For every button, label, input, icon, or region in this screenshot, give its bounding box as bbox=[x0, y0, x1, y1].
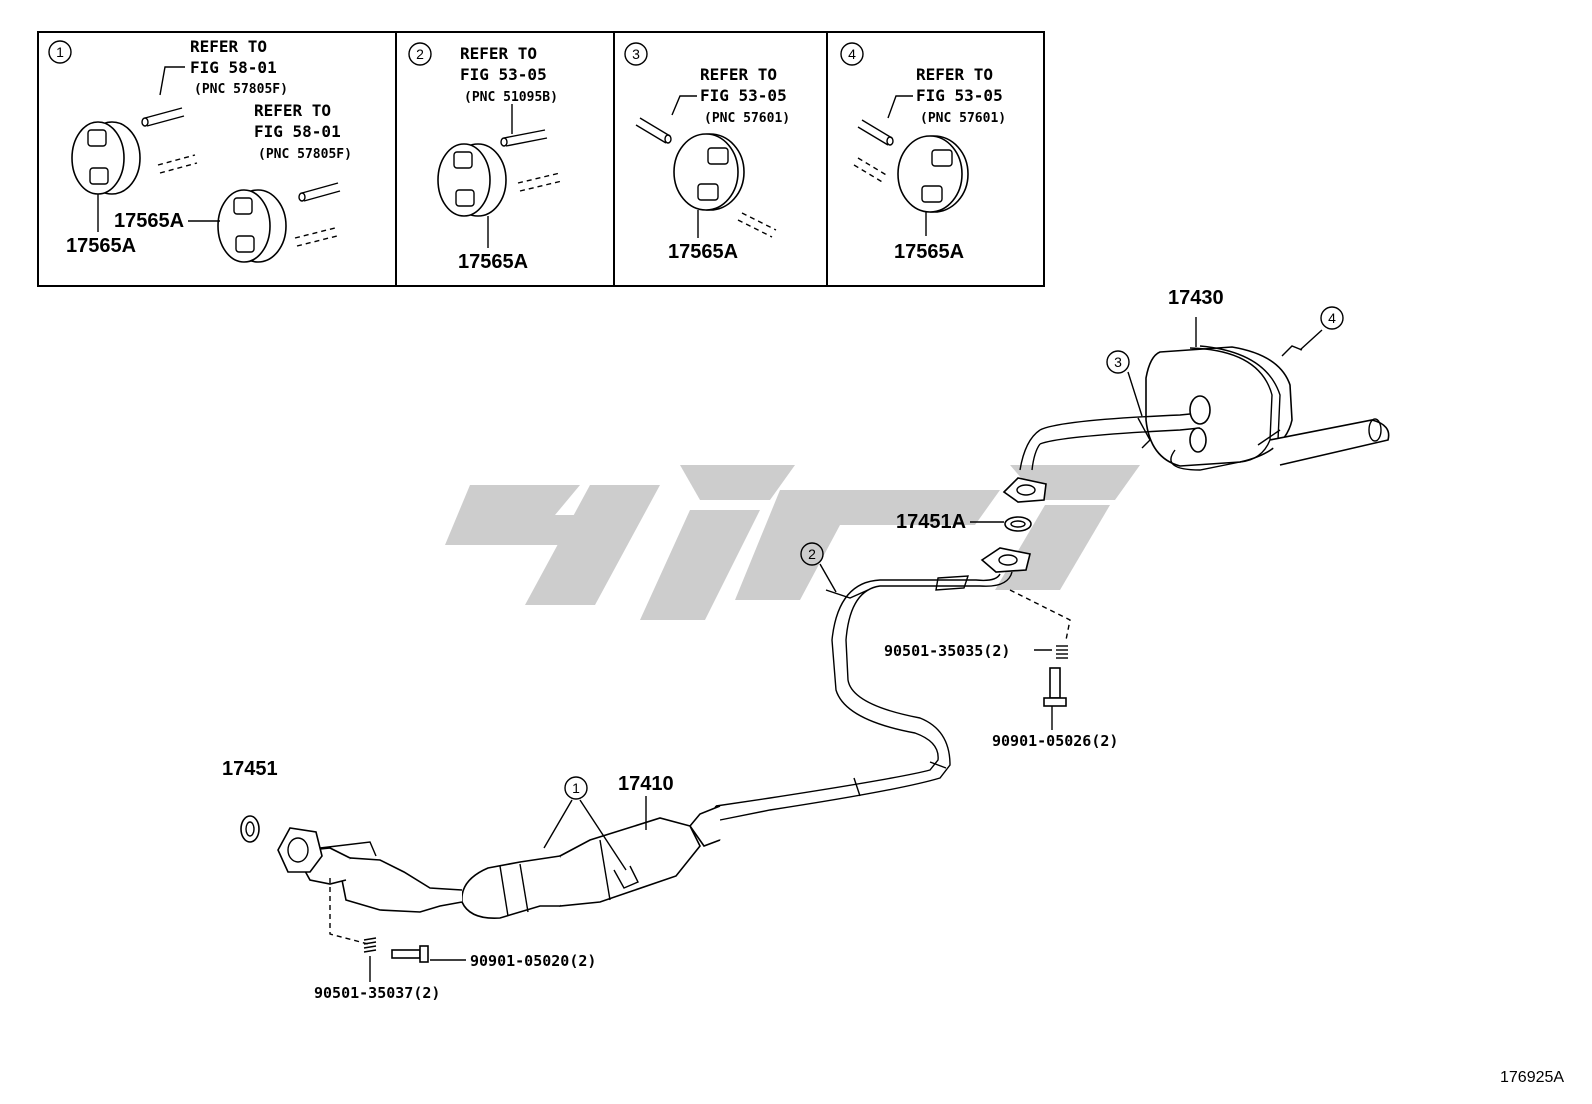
part-number-front-pipe: 17410 bbox=[618, 773, 674, 795]
part-number-gasket-front: 17451 bbox=[222, 758, 278, 780]
hanger-rod bbox=[857, 119, 894, 146]
callout-number: 4 bbox=[1328, 310, 1336, 326]
rubber-hanger bbox=[71, 121, 141, 195]
refer-fig: FIG 53-05 bbox=[700, 86, 787, 105]
refer-pnc: (PNC 51095B) bbox=[464, 90, 558, 105]
compression-spring bbox=[363, 937, 377, 953]
inset-panel-2: 2 REFER TO FIG 53-05 (PNC 51095B) 17565A bbox=[408, 42, 563, 273]
flange-bolt bbox=[391, 945, 429, 963]
refer-fig: FIG 58-01 bbox=[190, 58, 277, 77]
refer-text: REFER TO bbox=[254, 101, 331, 120]
inset-panel-1: 1 REFER TO FIG 58-01 (PNC 57805F) REFER … bbox=[48, 37, 352, 263]
callout-circle bbox=[48, 40, 72, 64]
flange-bolt bbox=[1043, 667, 1067, 707]
figure-code: 176925A bbox=[1500, 1069, 1564, 1086]
inset-frame bbox=[37, 31, 1045, 287]
callout-number: 3 bbox=[1114, 354, 1122, 370]
inset-panels bbox=[37, 31, 1045, 287]
rubber-hanger bbox=[217, 189, 287, 263]
hanger-rod bbox=[141, 107, 185, 127]
refer-text: REFER TO bbox=[916, 65, 993, 84]
refer-pnc: (PNC 57805F) bbox=[258, 147, 352, 162]
gasket-rear: 17451A bbox=[896, 511, 1032, 533]
callout-circle bbox=[840, 42, 864, 66]
panel-number: 2 bbox=[416, 46, 424, 62]
panel-number: 3 bbox=[632, 46, 640, 62]
rubber-hanger bbox=[437, 143, 507, 217]
refer-fig: FIG 53-05 bbox=[460, 65, 547, 84]
refer-pnc: (PNC 57805F) bbox=[194, 82, 288, 97]
callout-number: 1 bbox=[572, 780, 580, 796]
part-number-gasket-rear: 17451A bbox=[896, 511, 966, 533]
part-number: 17565A bbox=[668, 241, 738, 263]
callout-circle bbox=[408, 42, 432, 66]
callout-circle bbox=[564, 776, 588, 800]
part-number: 17565A bbox=[114, 210, 184, 232]
hanger-rod-dashed bbox=[517, 172, 563, 192]
hanger-rod-dashed bbox=[737, 212, 777, 238]
part-number-spring-front: 90501-35037(2) bbox=[314, 984, 440, 1002]
callout-circle bbox=[800, 542, 824, 566]
hanger-rod-dashed bbox=[853, 157, 889, 184]
hanger-rod bbox=[298, 182, 341, 202]
inset-panel-4: 4 REFER TO FIG 53-05 (PNC 57601) 17565A bbox=[840, 42, 1006, 263]
refer-text: REFER TO bbox=[460, 44, 537, 63]
watermark-logo bbox=[445, 465, 1140, 620]
part-number-tailpipe: 17430 bbox=[1168, 287, 1224, 309]
panel-number: 4 bbox=[848, 46, 856, 62]
part-number: 17565A bbox=[458, 251, 528, 273]
rubber-hanger bbox=[897, 135, 969, 213]
hanger-rod bbox=[635, 117, 672, 144]
refer-pnc: (PNC 57601) bbox=[704, 111, 790, 126]
refer-text: REFER TO bbox=[190, 37, 267, 56]
callout-number: 2 bbox=[808, 546, 816, 562]
callout-circle bbox=[1106, 350, 1130, 374]
front-pipe-assembly: 2 17410 1 bbox=[277, 542, 1031, 919]
callout-circle bbox=[1320, 306, 1344, 330]
part-number: 17565A bbox=[66, 235, 136, 257]
front-fasteners: 90901-05020(2) 90501-35037(2) bbox=[314, 878, 596, 1002]
part-number: 17565A bbox=[894, 241, 964, 263]
inset-panel-3: 3 REFER TO FIG 53-05 (PNC 57601) 17565A bbox=[624, 42, 790, 263]
part-number-bolt-rear: 90901-05026(2) bbox=[992, 732, 1118, 750]
part-number-bolt-front: 90901-05020(2) bbox=[470, 952, 596, 970]
muffler-assembly: 17430 3 4 bbox=[1002, 287, 1390, 503]
part-number-spring-rear: 90501-35035(2) bbox=[884, 642, 1010, 660]
hanger-rod-dashed bbox=[294, 227, 338, 247]
rear-fasteners: 90501-35035(2) 90901-05026(2) bbox=[884, 589, 1118, 750]
compression-spring bbox=[1056, 645, 1068, 659]
gasket-front: 17451 bbox=[222, 758, 278, 843]
refer-fig: FIG 58-01 bbox=[254, 122, 341, 141]
refer-fig: FIG 53-05 bbox=[916, 86, 1003, 105]
rubber-hanger bbox=[673, 133, 745, 211]
callout-circle bbox=[624, 42, 648, 66]
refer-pnc: (PNC 57601) bbox=[920, 111, 1006, 126]
panel-number: 1 bbox=[56, 44, 64, 60]
hanger-rod bbox=[500, 129, 548, 147]
refer-text: REFER TO bbox=[700, 65, 777, 84]
hanger-rod-dashed bbox=[157, 154, 198, 174]
